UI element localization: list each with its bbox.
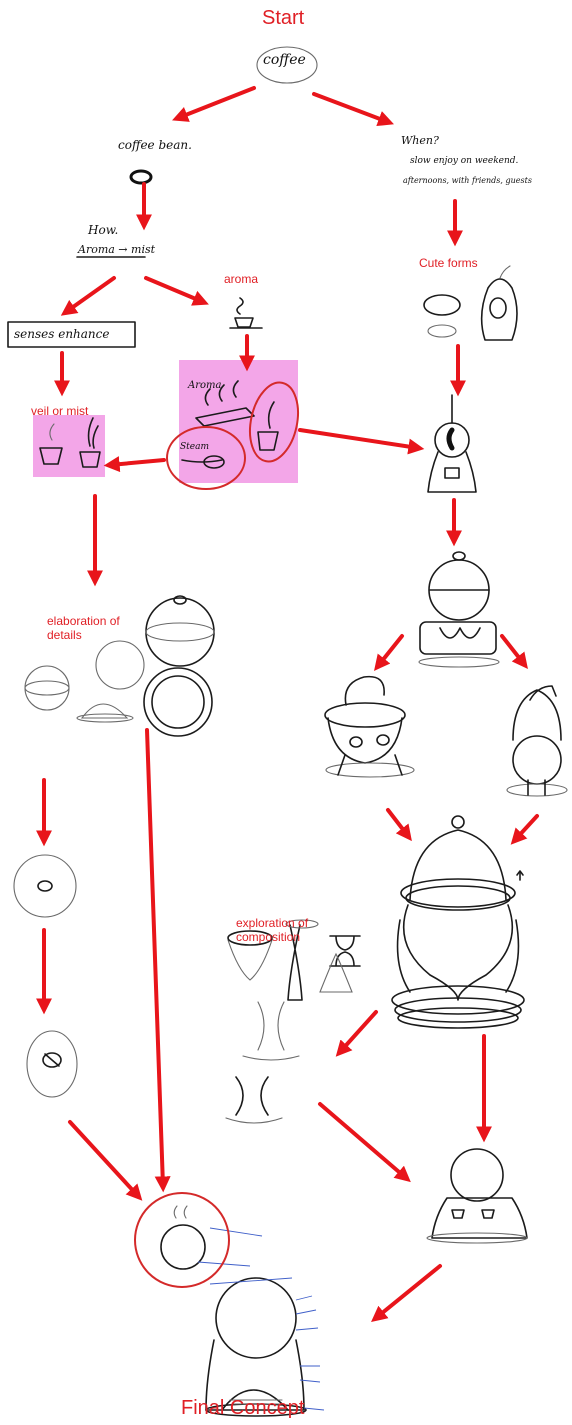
arrow-note-to-veil: [110, 460, 164, 465]
elaboration-label: elaboration of details: [47, 614, 120, 642]
cute-forms-sketch: [424, 266, 517, 340]
final-concept-label: Final Concept: [181, 1397, 304, 1420]
arrow-exploration-to-dome: [320, 1104, 406, 1178]
note-aroma-handwriting: Aroma: [188, 380, 221, 391]
cute-forms-label: Cute forms: [419, 256, 478, 270]
veil-cups-sketch: [40, 418, 100, 467]
highlight-ring-final: [135, 1193, 229, 1287]
arrow-dome-to-final: [376, 1266, 440, 1318]
when-note-1: slow enjoy on weekend.: [410, 156, 518, 166]
bulb-sketch: [428, 395, 476, 492]
arrow-burner-to-composite: [388, 810, 408, 836]
aroma-cup-sketch: [230, 298, 262, 328]
exploration-label: exploration of composition: [236, 916, 308, 944]
arrow-circle-to-final: [70, 1122, 138, 1196]
when-handwriting: When?: [401, 134, 439, 147]
arrows: [44, 88, 537, 1318]
coffee-handwriting: coffee: [263, 52, 306, 68]
final-concept-sketch: [161, 1206, 324, 1416]
arrow-machine-left: [378, 636, 402, 666]
arrow-start-to-bean: [178, 88, 254, 118]
arrow-elaboration-to-final: [147, 730, 163, 1186]
arrow-start-to-when: [314, 94, 388, 122]
hooded-machine-sketch: [507, 686, 567, 796]
aroma-mist-handwriting: Aroma → mist: [78, 243, 155, 256]
coffee-bean-sketch: [131, 171, 151, 183]
coffee-bean-handwriting: coffee bean.: [118, 138, 192, 152]
how-handwriting: How.: [88, 223, 118, 237]
composite-machine-sketch: [392, 816, 524, 1028]
arrow-composite-to-exploration: [340, 1012, 376, 1052]
note-steam-handwriting: Steam: [180, 442, 209, 452]
arrow-hooded-to-composite: [515, 816, 537, 840]
aroma-label: aroma: [224, 272, 258, 286]
arrow-note-to-bulb: [300, 430, 418, 448]
machine-sketch: [419, 552, 499, 667]
burner-machine-sketch: [325, 677, 414, 777]
when-note-2: afternoons, with friends, guests: [403, 176, 532, 185]
highlight-ring-cup: [243, 378, 305, 466]
arrow-machine-right: [502, 636, 524, 664]
aroma-note-sketch: [182, 381, 278, 468]
veil-or-mist-label: veil or mist: [31, 404, 88, 418]
exploration-sketches: [226, 920, 360, 1123]
senses-enhance-handwriting: senses enhance: [14, 327, 109, 341]
dome-machine-sketch: [427, 1149, 527, 1243]
start-label: Start: [262, 7, 304, 30]
arrow-to-senses: [66, 278, 114, 312]
arrow-to-aroma: [146, 278, 203, 302]
